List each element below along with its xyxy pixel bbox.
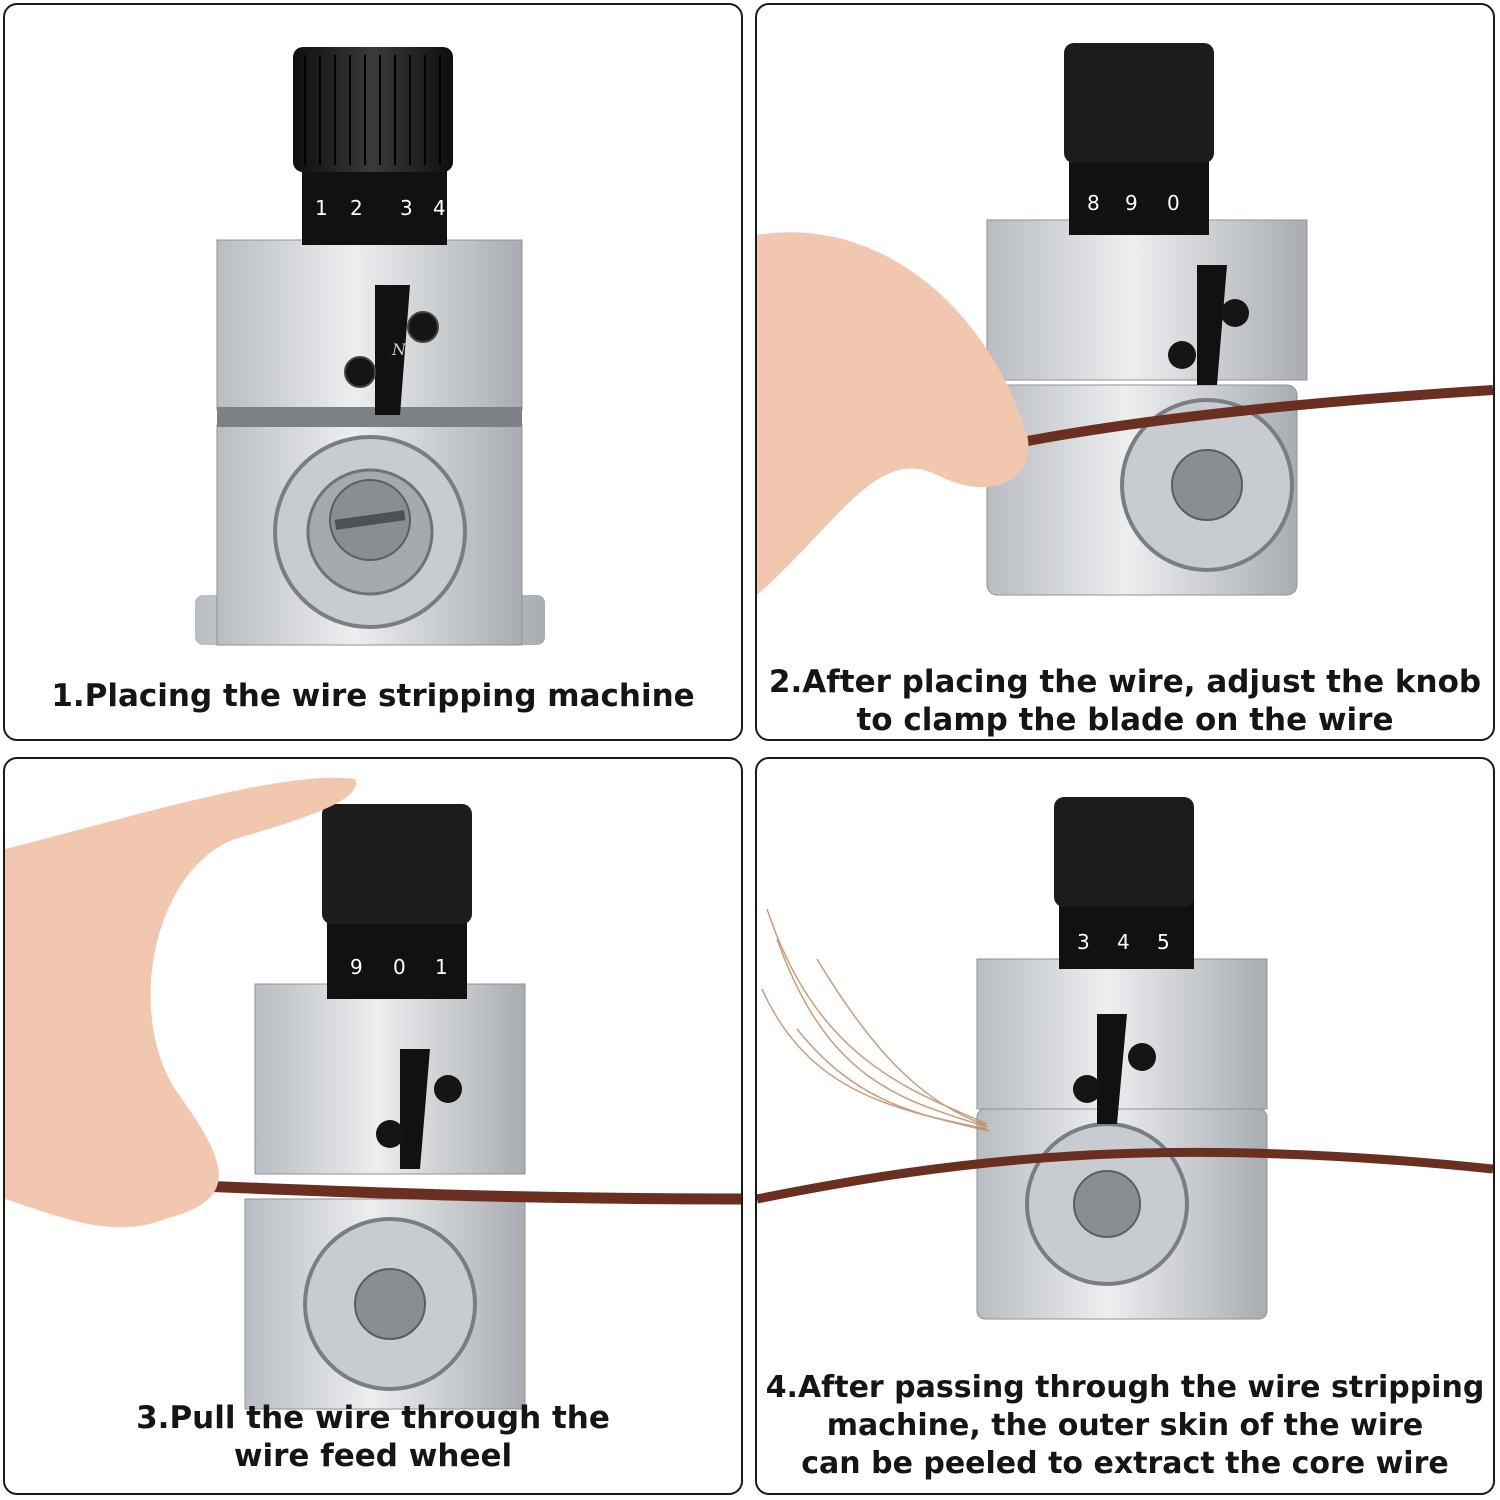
dial-number: 9 xyxy=(350,955,363,979)
wire-gap xyxy=(217,407,522,427)
adjustment-knob xyxy=(293,47,453,172)
blade-holder xyxy=(1097,1014,1127,1124)
machine-photo: 8 9 0 xyxy=(757,43,1493,596)
wheel-screw-icon xyxy=(1073,1170,1141,1238)
dial-number: 4 xyxy=(1117,930,1130,954)
caption-line: can be peeled to extract the core wire xyxy=(801,1446,1449,1481)
hex-screw-icon xyxy=(344,356,376,388)
dial-scale: 9 0 1 xyxy=(350,955,448,979)
machine-photo: 3 4 5 xyxy=(757,797,1493,1320)
adjustment-knob xyxy=(1064,43,1214,163)
wheel-screw-icon xyxy=(1171,449,1243,521)
caption-line: to clamp the blade on the wire xyxy=(856,702,1394,738)
step-panel-3: 9 0 1 3.Pull the wire through the wire f… xyxy=(3,757,743,1495)
blade-mark: N xyxy=(391,340,407,359)
dial-ring xyxy=(1059,899,1194,969)
caption-line: machine, the outer skin of the wire xyxy=(826,1408,1424,1443)
hand xyxy=(5,777,357,1228)
upper-block xyxy=(986,219,1308,381)
dial-scale: 3 4 5 xyxy=(1077,930,1170,954)
wire-stripping-machine: 9 0 1 xyxy=(5,777,741,1410)
caption-line: 3.Pull the wire through the xyxy=(136,1400,610,1436)
wheel-screw-icon xyxy=(354,1268,426,1340)
blade-holder xyxy=(375,285,410,415)
step-caption: 2.After placing the wire, adjust the kno… xyxy=(757,663,1493,739)
dial-ring xyxy=(302,165,447,245)
blade-holder xyxy=(1197,265,1227,385)
dial-number: 0 xyxy=(1167,191,1180,215)
wire xyxy=(1006,385,1493,450)
hex-screw-icon xyxy=(1168,341,1196,369)
dial-number: 0 xyxy=(393,955,406,979)
wire-stripping-machine: 8 9 0 xyxy=(757,43,1493,596)
hex-screw-icon xyxy=(1073,1075,1101,1103)
adjustment-knob xyxy=(322,804,472,924)
hex-screw-icon xyxy=(1221,299,1249,327)
wire xyxy=(757,1147,1493,1204)
blade-holder xyxy=(400,1049,430,1169)
dial-scale: 1 2 3 4 xyxy=(315,196,446,220)
hex-screw-icon xyxy=(376,1120,404,1148)
dial-ring xyxy=(1069,155,1209,235)
step-caption: 4.After passing through the wire strippi… xyxy=(757,1369,1493,1483)
dial-number: 1 xyxy=(315,196,328,220)
machine-photo: 9 0 1 xyxy=(5,777,741,1410)
hex-screw-icon xyxy=(407,311,439,343)
step-caption: 1.Placing the wire stripping machine xyxy=(5,677,741,715)
adjustment-knob xyxy=(1054,797,1194,907)
step-caption: 3.Pull the wire through the wire feed wh… xyxy=(5,1399,741,1475)
dial-number: 1 xyxy=(435,955,448,979)
caption-line: 4.After passing through the wire strippi… xyxy=(765,1370,1485,1405)
caption-line: 2.After placing the wire, adjust the kno… xyxy=(768,664,1482,700)
caption-line: wire feed wheel xyxy=(233,1438,513,1474)
step-panel-2: 8 9 0 2.After placing the wire, adjust t… xyxy=(755,3,1495,741)
hex-screw-icon xyxy=(1128,1043,1156,1071)
dial-scale: 8 9 0 xyxy=(1087,191,1180,215)
dial-number: 3 xyxy=(400,196,413,220)
dial-number: 5 xyxy=(1157,930,1170,954)
hex-screw-icon xyxy=(434,1075,462,1103)
step-panel-1: N 1 2 3 4 1.Placing the wire stripping m… xyxy=(3,3,743,741)
caption-line: 1.Placing the wire stripping machine xyxy=(51,678,695,714)
copper-strands xyxy=(761,908,990,1132)
dial-number: 2 xyxy=(350,196,363,220)
dial-ring xyxy=(327,919,467,999)
step-panel-4: 3 4 5 4.After passing through the wire s… xyxy=(755,757,1495,1495)
machine-photo: N 1 2 3 4 xyxy=(195,47,545,646)
wire-stripping-machine: N 1 2 3 4 xyxy=(195,47,545,646)
hand xyxy=(757,232,1029,595)
dial-number: 9 xyxy=(1125,191,1138,215)
dial-number: 3 xyxy=(1077,930,1090,954)
dial-number: 4 xyxy=(433,196,446,220)
dial-number: 8 xyxy=(1087,191,1100,215)
wire-stripping-machine: 3 4 5 xyxy=(757,797,1493,1320)
